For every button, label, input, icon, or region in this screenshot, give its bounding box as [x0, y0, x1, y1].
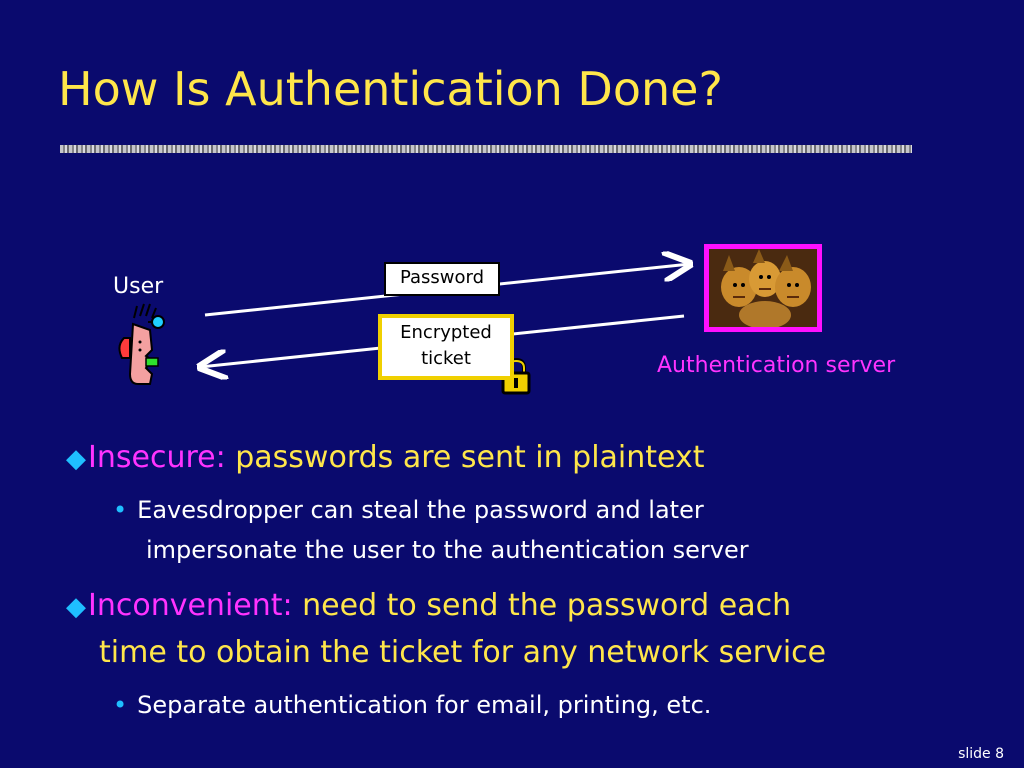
dot-bullet-icon: • [113, 496, 128, 524]
sub-bullet-line-1: Separate authentication for email, print… [137, 691, 712, 719]
diamond-bullet-icon: ◆ [66, 444, 86, 474]
sub-bullet-separate-auth: • Separate authentication for email, prin… [113, 689, 711, 721]
bullet-keyword: Inconvenient: [88, 588, 293, 623]
ticket-line-2: ticket [421, 348, 471, 369]
dot-bullet-icon: • [113, 691, 128, 719]
authentication-server-label: Authentication server [657, 353, 896, 378]
bullet-inconvenient: ◆Inconvenient: need to send the password… [66, 585, 791, 628]
bullet-insecure: ◆Insecure: passwords are sent in plainte… [66, 437, 705, 480]
bullet-text-line-2: time to obtain the ticket for any networ… [99, 635, 827, 670]
slide-number: slide 8 [958, 746, 1004, 762]
auth-diagram: User Password Encrypted ticket [113, 0, 1024, 395]
title-divider [60, 145, 912, 153]
sub-bullet-eavesdropper: • Eavesdropper can steal the password and… [113, 494, 704, 526]
sub-bullet-eavesdropper-cont: impersonate the user to the authenticati… [146, 534, 749, 566]
three-headed-dog-icon [709, 249, 817, 327]
diagram-arrows [118, 0, 1024, 395]
slide-title: How Is Authentication Done? [58, 62, 723, 116]
bullet-inconvenient-cont: time to obtain the ticket for any networ… [99, 632, 826, 674]
ticket-line-1: Encrypted [400, 322, 492, 343]
password-box: Password [384, 262, 500, 296]
encrypted-ticket-box: Encrypted ticket [378, 314, 514, 380]
user-figure-icon [118, 303, 165, 385]
authentication-server-image [704, 244, 822, 332]
bullet-keyword: Insecure: [88, 440, 226, 475]
sub-bullet-line-1: Eavesdropper can steal the password and … [137, 496, 704, 524]
bullet-text-line-1: need to send the password each [292, 588, 792, 623]
sub-bullet-line-2: impersonate the user to the authenticati… [146, 536, 749, 564]
diamond-bullet-icon: ◆ [66, 592, 86, 622]
bullet-text: passwords are sent in plaintext [225, 440, 705, 475]
user-label: User [113, 274, 164, 299]
